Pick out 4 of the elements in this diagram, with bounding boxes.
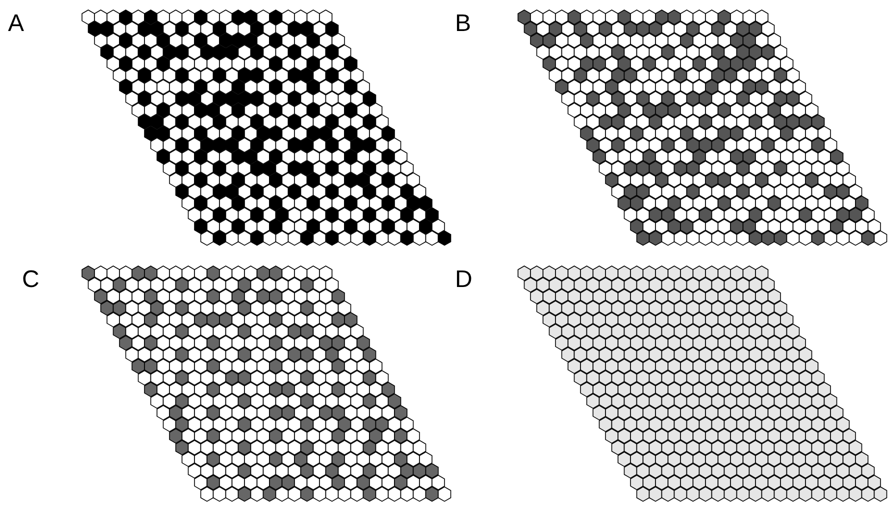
panel-label: D (455, 268, 472, 292)
panel-label: B (455, 12, 472, 36)
panel-label: A (8, 12, 24, 36)
panel-label: C (22, 268, 40, 292)
